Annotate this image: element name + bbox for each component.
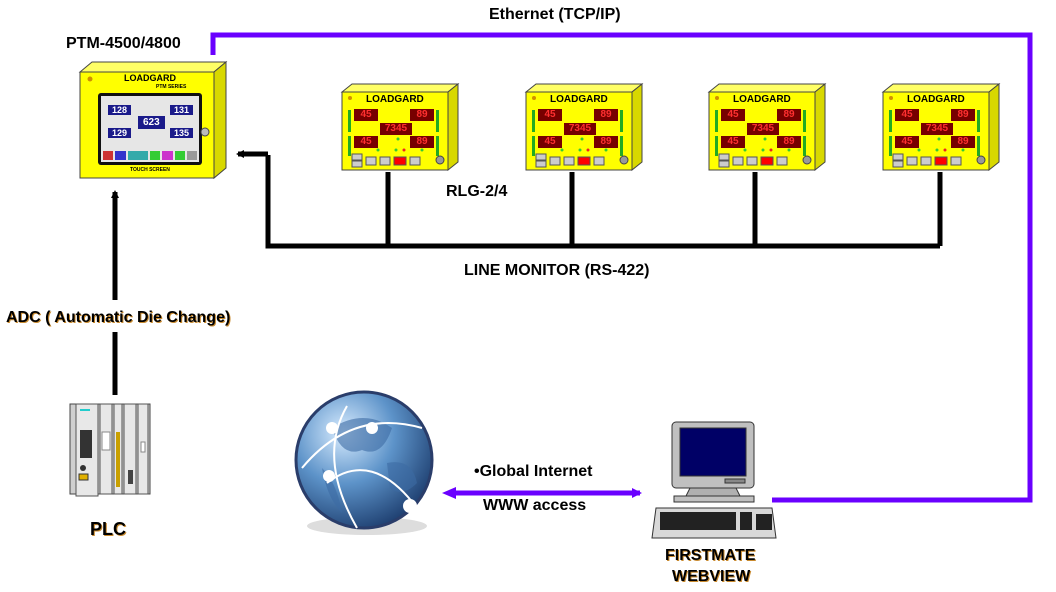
rlg-enclosure bbox=[524, 82, 644, 172]
ptm-reading-top-left: 128 bbox=[108, 105, 132, 115]
rlg-display-bottom-left: 45 bbox=[354, 136, 378, 148]
rlg-display-center: 7345 bbox=[564, 123, 596, 135]
rlg-display-bottom-left: 45 bbox=[895, 136, 919, 148]
plc-icon bbox=[69, 403, 151, 497]
plc-device bbox=[68, 402, 152, 498]
rlg-display-bottom-right: 89 bbox=[410, 136, 434, 148]
rlg-unit[interactable]: LOADGARD 45 89 7345 45 89 bbox=[340, 82, 460, 174]
rlg-model-label: RLG-2/4 bbox=[446, 183, 508, 200]
rlg-display-top-left: 45 bbox=[721, 109, 745, 121]
ethernet-line bbox=[210, 32, 1033, 503]
rlg-display-top-left: 45 bbox=[895, 109, 919, 121]
ptm-soft-button[interactable] bbox=[127, 151, 148, 160]
rlg-display-bottom-right: 89 bbox=[777, 136, 801, 148]
ptm-soft-button[interactable] bbox=[103, 151, 114, 160]
line-monitor-label: LINE MONITOR (RS-422) bbox=[464, 262, 650, 279]
firstmate-label-line1: FIRSTMATE bbox=[665, 547, 756, 564]
rlg-display-top-right: 89 bbox=[777, 109, 801, 121]
globe-internet-icon bbox=[292, 388, 438, 538]
ethernet-label: Ethernet (TCP/IP) bbox=[489, 6, 621, 23]
ptm-soft-button[interactable] bbox=[162, 151, 173, 160]
rlg-enclosure bbox=[881, 82, 1001, 172]
adc-label: ADC ( Automatic Die Change) bbox=[6, 309, 231, 326]
rlg-brand: LOADGARD bbox=[907, 94, 965, 105]
ptm-button-bar bbox=[103, 151, 197, 160]
firstmate-label-line2: WEBVIEW bbox=[672, 568, 751, 585]
rlg-display-top-right: 89 bbox=[594, 109, 618, 121]
rlg-unit[interactable]: LOADGARD 45 89 7345 45 89 bbox=[524, 82, 644, 174]
ptm-reading-center: 623 bbox=[138, 116, 165, 129]
rs422-bus-line bbox=[265, 155, 940, 249]
ptm-reading-bottom-right: 135 bbox=[170, 128, 194, 138]
plc-label: PLC bbox=[90, 519, 126, 539]
rlg-unit[interactable]: LOADGARD 45 89 7345 45 89 bbox=[881, 82, 1001, 174]
rlg-brand: LOADGARD bbox=[366, 94, 424, 105]
rlg-brand: LOADGARD bbox=[550, 94, 608, 105]
global-internet-label: •Global Internet bbox=[474, 463, 593, 480]
rlg-display-center: 7345 bbox=[380, 123, 412, 135]
rlg-display-bottom-left: 45 bbox=[721, 136, 745, 148]
firstmate-computer-icon bbox=[650, 420, 780, 540]
rlg-brand: LOADGARD bbox=[733, 94, 791, 105]
ptm-brand: LOADGARD bbox=[124, 73, 176, 83]
ptm-series: PTM SERIES bbox=[156, 84, 187, 90]
rlg-display-center: 7345 bbox=[921, 123, 953, 135]
rlg-unit[interactable]: LOADGARD 45 89 7345 45 89 bbox=[707, 82, 827, 174]
ptm-soft-button[interactable] bbox=[150, 151, 161, 160]
www-access-label: WWW access bbox=[483, 497, 587, 514]
rlg-display-top-right: 89 bbox=[951, 109, 975, 121]
ptm-soft-button[interactable] bbox=[115, 151, 126, 160]
ptm-soft-button[interactable] bbox=[186, 151, 197, 160]
rlg-display-bottom-right: 89 bbox=[951, 136, 975, 148]
rlg-display-top-right: 89 bbox=[410, 109, 434, 121]
ptm-model-label: PTM-4500/4800 bbox=[66, 35, 181, 52]
ptm-reading-bottom-left: 129 bbox=[108, 128, 132, 138]
ptm-footer: TOUCH SCREEN bbox=[130, 167, 170, 173]
rlg-display-bottom-right: 89 bbox=[594, 136, 618, 148]
rlg-display-top-left: 45 bbox=[538, 109, 562, 121]
ptm-device[interactable]: LOADGARD PTM SERIES TOUCH SCREEN 128 131… bbox=[78, 60, 228, 182]
rlg-enclosure bbox=[707, 82, 827, 172]
rlg-display-bottom-left: 45 bbox=[538, 136, 562, 148]
ptm-reading-top-right: 131 bbox=[170, 105, 194, 115]
rlg-display-top-left: 45 bbox=[354, 109, 378, 121]
ptm-soft-button[interactable] bbox=[174, 151, 185, 160]
rlg-display-center: 7345 bbox=[747, 123, 779, 135]
internet-link-arrowhead-left bbox=[442, 487, 456, 499]
